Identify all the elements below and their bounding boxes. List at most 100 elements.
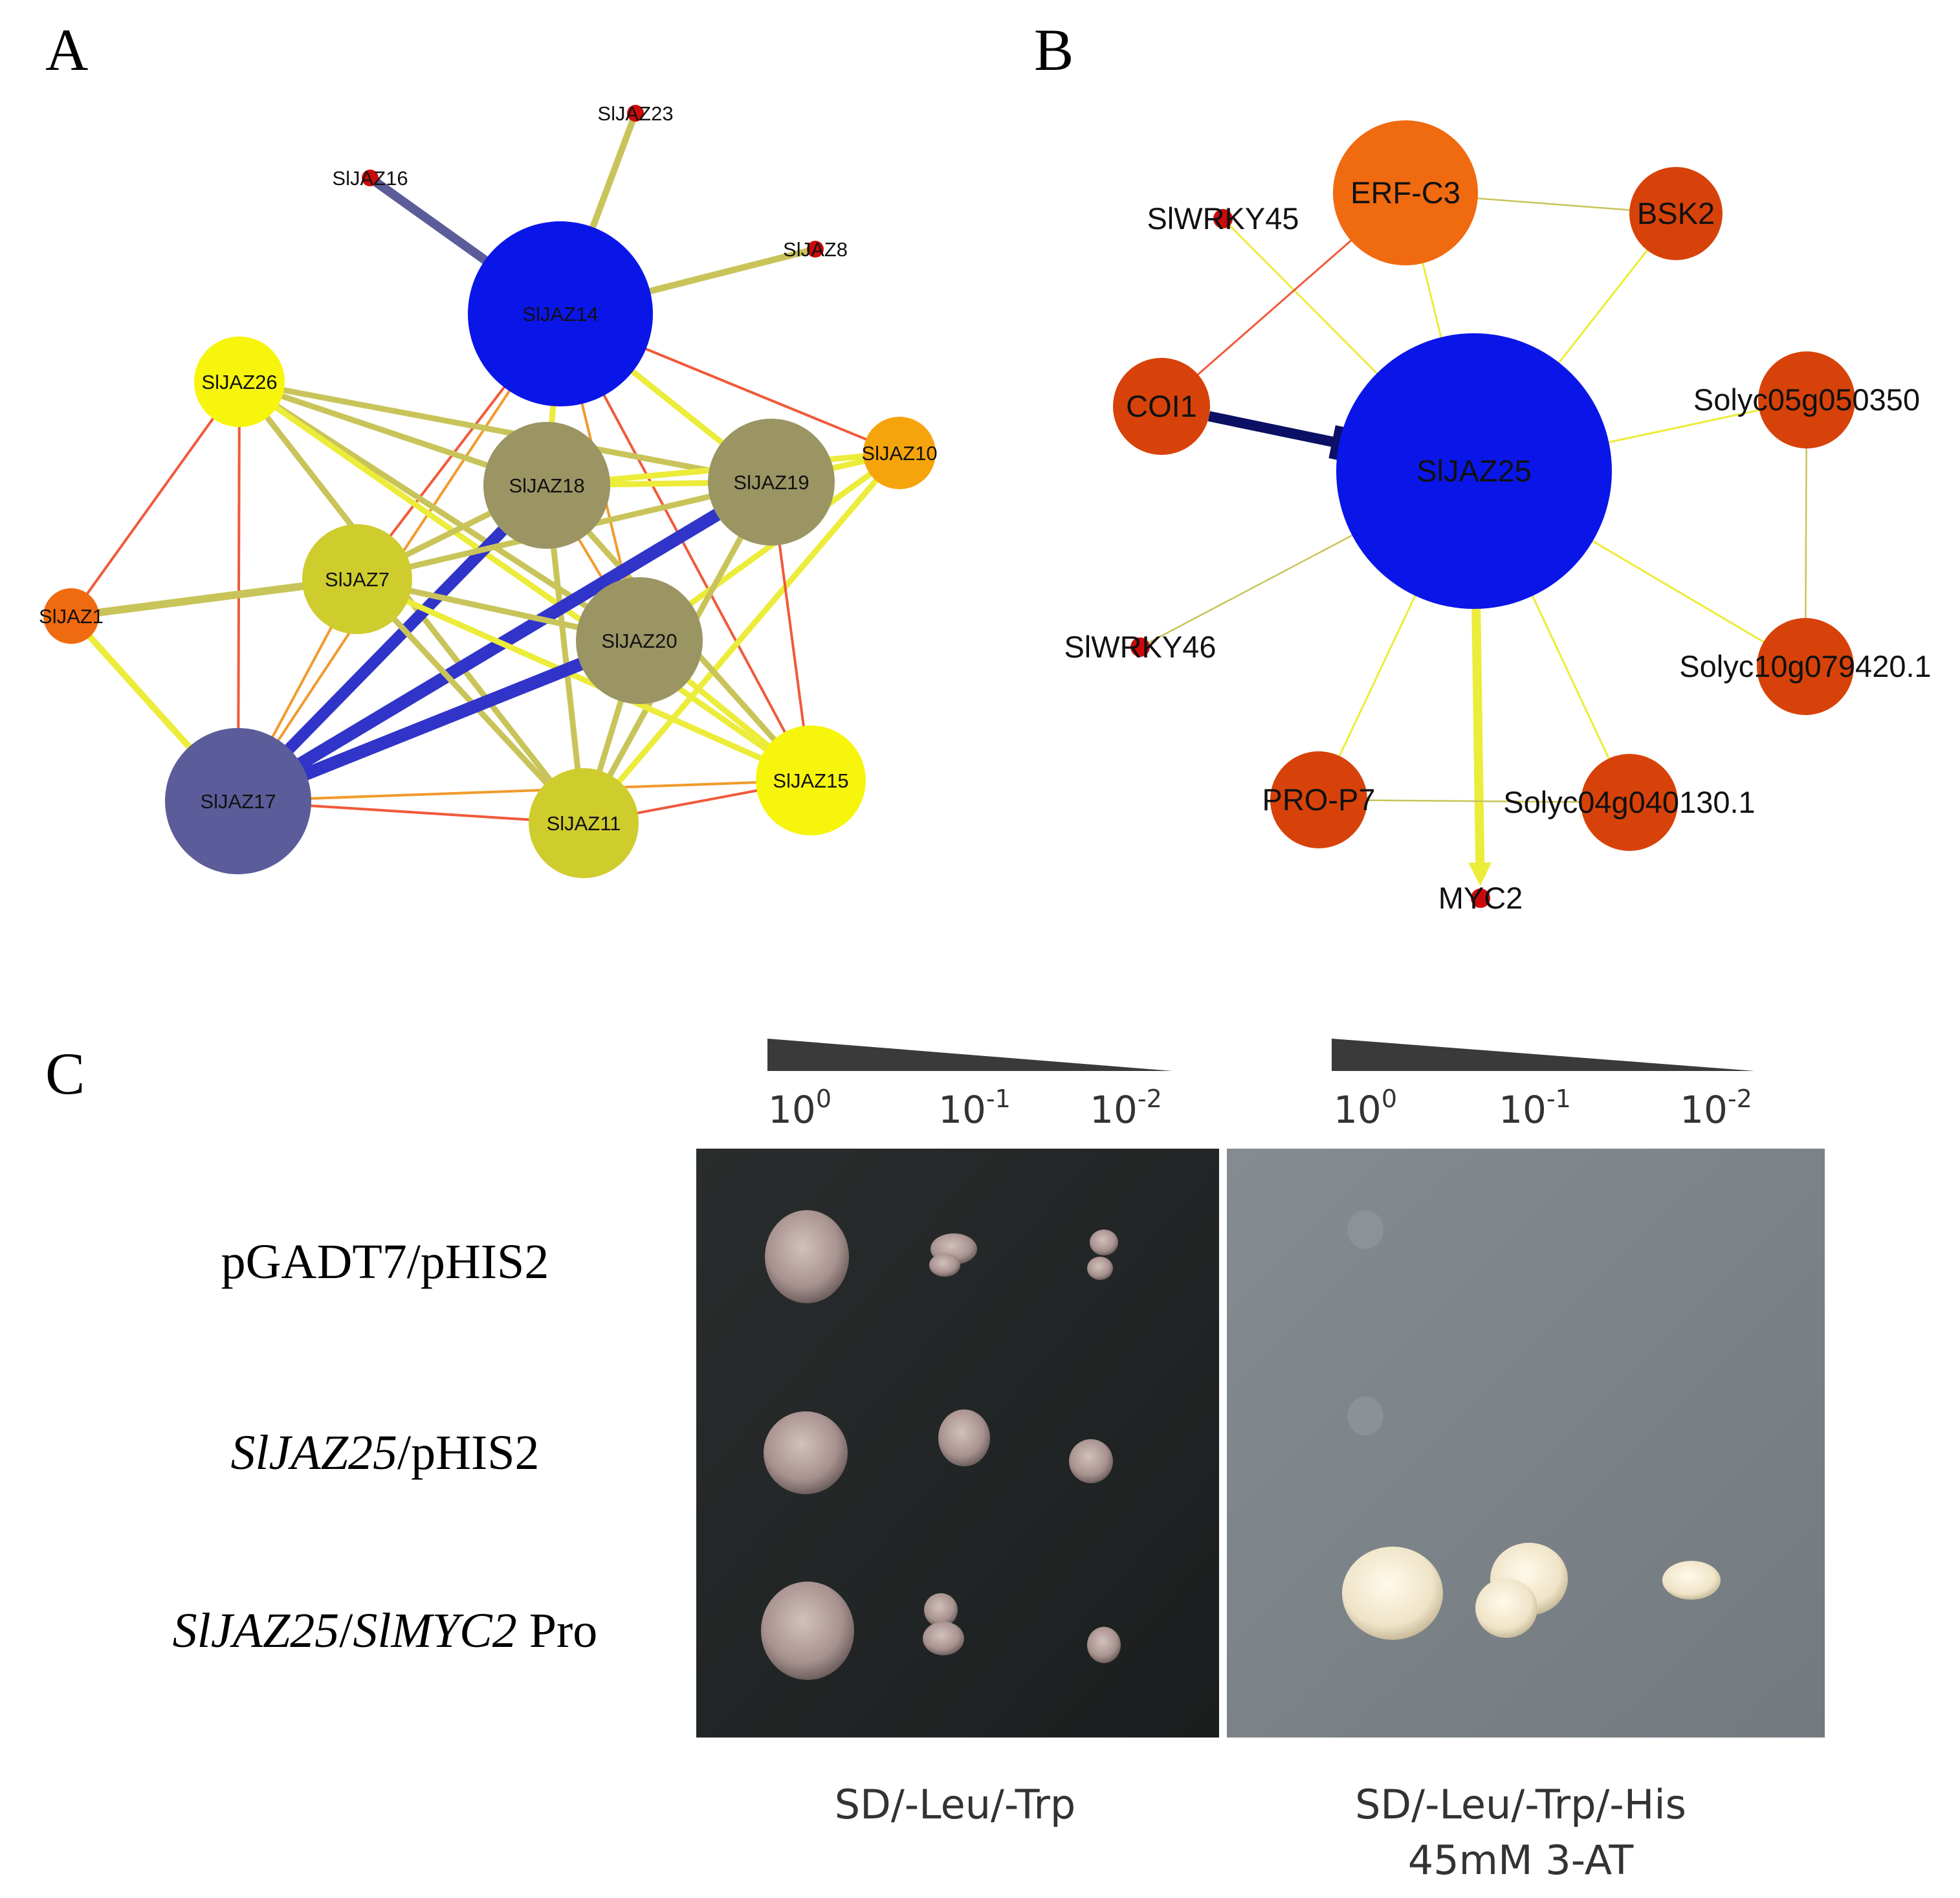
node-label-myc2: MYC2 <box>1438 881 1523 915</box>
strain-label: SlJAZ25/SlMYC2 Pro <box>173 1604 598 1658</box>
edge-coi1-sljaz25-bar <box>1328 425 1345 460</box>
medium-label: SD/-Leu/-Trp <box>835 1781 1075 1828</box>
edge-sljaz17-sljaz15 <box>237 779 812 802</box>
dilution-label: 10-1 <box>938 1085 1011 1132</box>
medium-label: 45mM 3-AT <box>1408 1837 1635 1884</box>
node-label-sljaz11: SlJAZ11 <box>547 812 621 835</box>
dilution-wedge-left <box>767 1039 1173 1071</box>
node-sljaz10 <box>863 417 936 489</box>
colony <box>1475 1578 1537 1638</box>
dilution-wedge-right <box>1332 1039 1755 1071</box>
faint-colony <box>1347 1396 1383 1435</box>
node-label-sljaz23: SlJAZ23 <box>597 102 673 125</box>
media-labels: SD/-Leu/-Trp SD/-Leu/-Trp/-His 45mM 3-AT <box>835 1781 1686 1884</box>
edge-sljaz26-sljaz1 <box>70 381 241 617</box>
dilution-label: 10-2 <box>1680 1085 1752 1132</box>
strain-label-part: SlJAZ25 <box>173 1604 340 1658</box>
edge-sljaz25-myc2 <box>1471 608 1485 867</box>
edge-coi1-sljaz25 <box>1207 411 1338 448</box>
dilution-exponent: 0 <box>1382 1085 1397 1113</box>
dilution-exponent: -2 <box>1138 1085 1162 1113</box>
node-solyc05g050350 <box>1758 351 1855 448</box>
dilution-exponent: 0 <box>816 1085 831 1113</box>
edge-sljaz18-sljaz17 <box>232 480 553 807</box>
colonies-dark-plate <box>761 1210 1121 1680</box>
colony <box>1087 1257 1113 1280</box>
medium-label: SD/-Leu/-Trp/-His <box>1355 1781 1686 1828</box>
node-solyc04g040130-1 <box>1581 754 1678 851</box>
node-pro-p7 <box>1270 751 1367 848</box>
node-label-solyc10g079420-1: Solyc10g079420.1 <box>1679 649 1931 683</box>
colony <box>1069 1439 1113 1483</box>
row-labels: pGADT7/pHIS2SlJAZ25/pHIS2SlJAZ25/SlMYC2 … <box>173 1235 598 1658</box>
colony <box>1662 1561 1721 1600</box>
node-label-bsk2: BSK2 <box>1637 196 1715 230</box>
node-label-slwrky45: SlWRKY45 <box>1147 201 1299 236</box>
node-label-erf-c3: ERF-C3 <box>1350 175 1460 210</box>
dilution-label: 10-2 <box>1090 1085 1162 1132</box>
node-myc2 <box>1471 888 1490 908</box>
node-label-sljaz18: SlJAZ18 <box>509 474 584 497</box>
dilution-base: 10 <box>1499 1088 1547 1132</box>
network-b-nodes <box>1113 120 1855 908</box>
dilution-base: 10 <box>1090 1088 1138 1132</box>
node-label-coi1: COI1 <box>1126 389 1197 423</box>
dilution-label: 100 <box>768 1085 831 1132</box>
node-label-slwrky46: SlWRKY46 <box>1064 630 1216 664</box>
node-sljaz14 <box>468 221 653 406</box>
edge-sljaz7-sljaz11 <box>354 576 587 826</box>
edge-sljaz26-sljaz15 <box>236 379 814 784</box>
node-label-pro-p7: PRO-P7 <box>1262 782 1376 817</box>
node-slwrky46 <box>1130 637 1150 657</box>
node-label-solyc04g040130-1: Solyc04g040130.1 <box>1503 785 1755 819</box>
node-label-sljaz17: SlJAZ17 <box>200 790 276 813</box>
dilution-exponent: -1 <box>986 1085 1011 1113</box>
colony <box>765 1210 849 1303</box>
node-label-sljaz16: SlJAZ16 <box>332 167 408 190</box>
network-a-labels: SlJAZ14SlJAZ16SlJAZ23SlJAZ8SlJAZ26SlJAZ1… <box>39 102 938 835</box>
strain-label-part: SlJAZ25 <box>230 1426 397 1480</box>
node-sljaz26 <box>194 337 285 427</box>
node-solyc10g079420-1 <box>1757 618 1854 715</box>
plate-divider <box>1219 1149 1227 1738</box>
plate-sd-leu-trp-his <box>1227 1149 1825 1738</box>
strain-label-part: / <box>339 1604 353 1658</box>
colony <box>923 1622 964 1655</box>
network-a-nodes <box>43 105 936 878</box>
colony <box>938 1409 990 1466</box>
strain-label-part: pGADT7/pHIS2 <box>221 1235 549 1289</box>
node-label-sljaz1: SlJAZ1 <box>39 605 104 628</box>
node-slwrky45 <box>1213 209 1233 228</box>
dilution-base: 10 <box>768 1088 816 1132</box>
panel-b-letter: B <box>1034 17 1074 83</box>
dilution-label: 100 <box>1334 1085 1397 1132</box>
node-erf-c3 <box>1333 120 1478 265</box>
node-label-sljaz10: SlJAZ10 <box>861 442 937 465</box>
node-label-sljaz19: SlJAZ19 <box>733 471 809 494</box>
node-label-solyc05g050350: Solyc05g050350 <box>1693 382 1920 417</box>
node-sljaz16 <box>362 170 379 186</box>
node-sljaz17 <box>165 728 311 874</box>
node-bsk2 <box>1629 167 1723 260</box>
strain-label: SlJAZ25/pHIS2 <box>230 1426 539 1480</box>
colony <box>761 1582 854 1680</box>
node-label-sljaz8: SlJAZ8 <box>783 238 848 261</box>
edge-pro-p7-solyc04g040130-1 <box>1318 799 1630 804</box>
dilution-exponent: -1 <box>1547 1085 1571 1113</box>
dilution-base: 10 <box>938 1088 986 1132</box>
node-label-sljaz15: SlJAZ15 <box>773 769 848 792</box>
panel-c-letter: C <box>45 1041 85 1107</box>
node-label-sljaz14: SlJAZ14 <box>522 303 598 326</box>
node-label-sljaz25: SlJAZ25 <box>1416 454 1532 488</box>
network-a: SlJAZ14SlJAZ16SlJAZ23SlJAZ8SlJAZ26SlJAZ1… <box>39 102 938 878</box>
node-sljaz25 <box>1336 333 1612 609</box>
node-sljaz19 <box>708 419 835 546</box>
dilution-base: 10 <box>1680 1088 1728 1132</box>
node-sljaz20 <box>576 577 703 704</box>
node-sljaz8 <box>807 241 824 258</box>
